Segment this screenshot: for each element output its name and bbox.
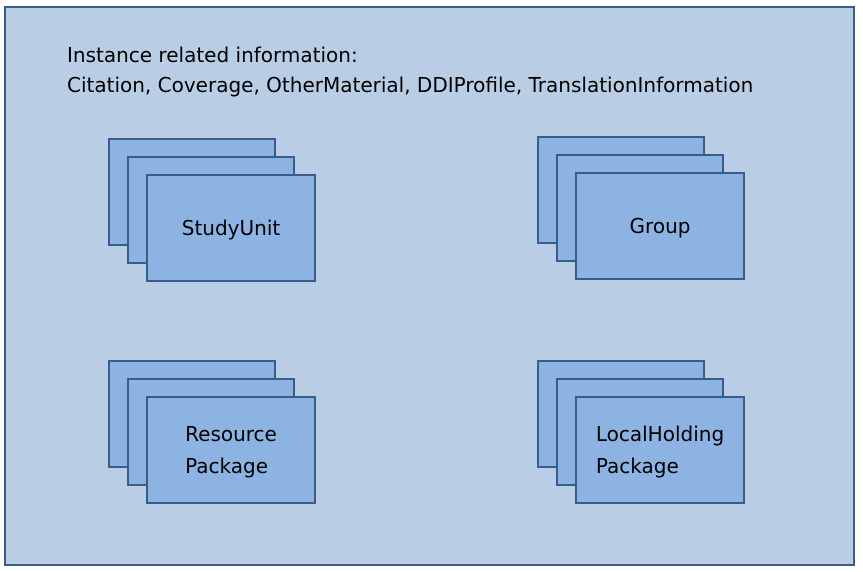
group-label: Group [629,214,691,238]
localholding-package-stack: LocalHolding Package [537,360,745,504]
instance-info-line-1: Instance related information: [67,43,358,67]
studyunit-stack: StudyUnit [108,138,316,282]
resource-package-card-front: Resource Package [146,396,316,504]
instance-info-text: Instance related information: Citation, … [67,40,753,100]
instance-info-line-2: Citation, Coverage, OtherMaterial, DDIPr… [67,73,754,97]
localholding-package-card-front: LocalHolding Package [575,396,745,504]
resource-package-label: Resource Package [185,422,277,478]
studyunit-label: StudyUnit [181,216,281,240]
resource-package-stack: Resource Package [108,360,316,504]
group-card-front: Group [575,172,745,280]
localholding-package-label: LocalHolding Package [595,422,725,478]
group-stack: Group [537,136,745,280]
studyunit-card-front: StudyUnit [146,174,316,282]
